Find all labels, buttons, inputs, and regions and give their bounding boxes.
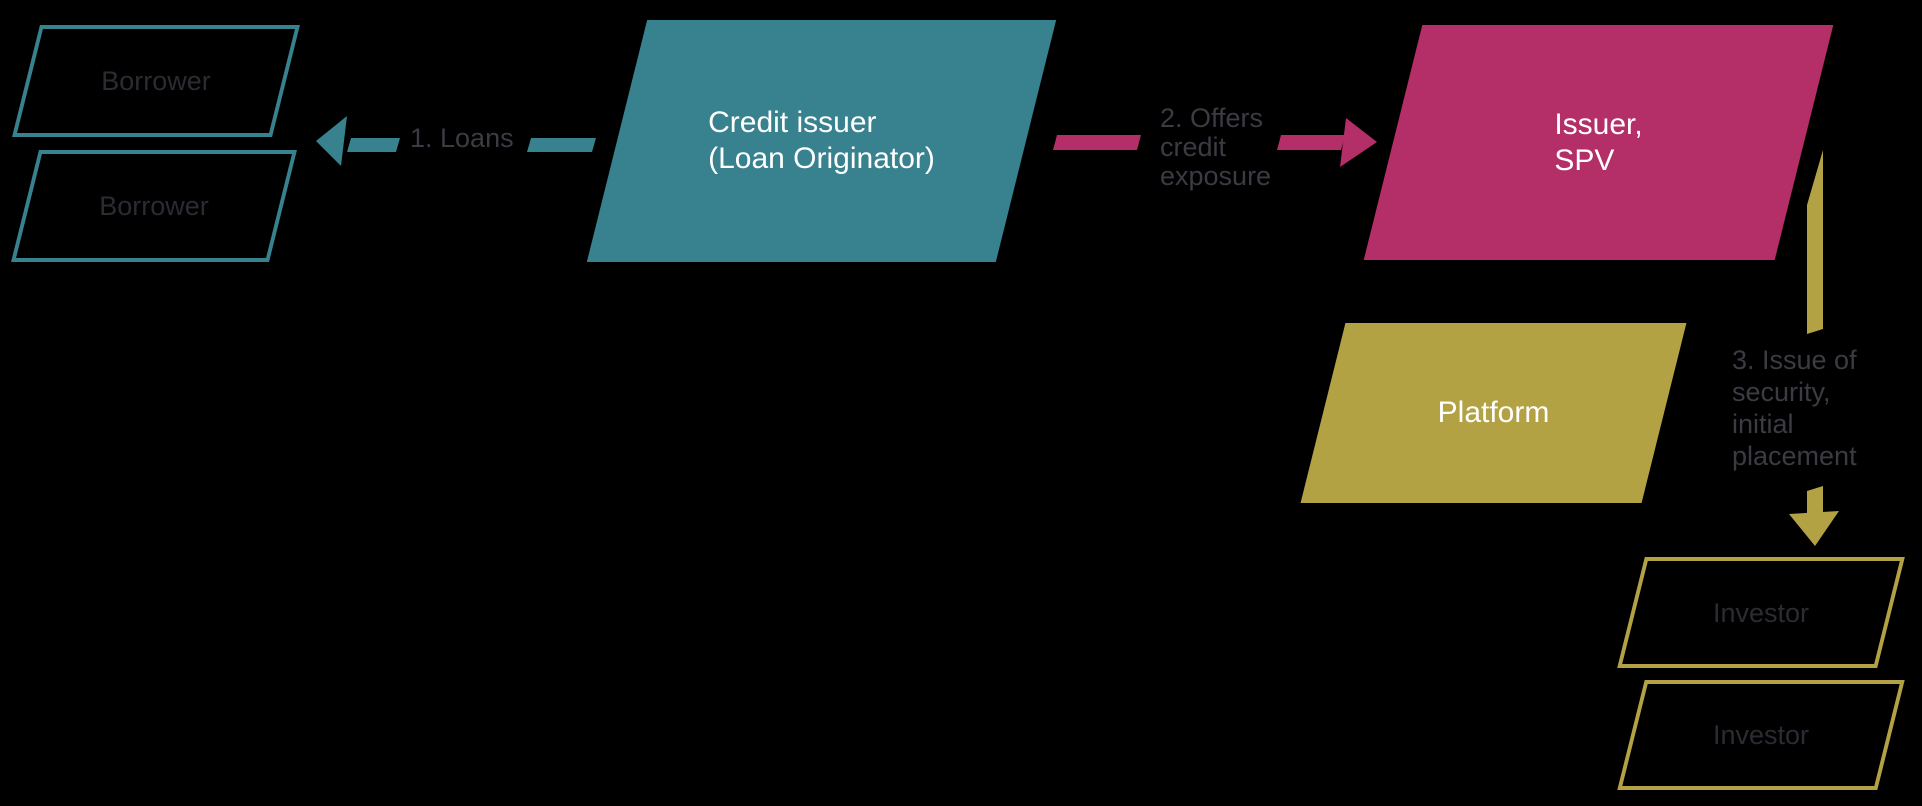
node-investor-2: Investor <box>1617 680 1905 790</box>
issuer-spv-label: Issuer, SPV <box>1554 107 1643 177</box>
flow-label-loans: 1. Loans <box>410 123 514 153</box>
borrower-2-label: Borrower <box>99 191 209 221</box>
offers-arrow-bar <box>1277 135 1345 150</box>
arrow-loans <box>316 116 596 166</box>
arrow-issue-of-security <box>1789 150 1839 546</box>
node-issuer-spv: Issuer, SPV <box>1363 25 1834 260</box>
offers-arrow-bar <box>1053 135 1141 150</box>
offers-arrowhead-icon <box>1340 118 1377 167</box>
node-borrower-1: Borrower <box>12 25 300 137</box>
credit-issuer-label: Credit issuer (Loan Originator) <box>708 106 935 175</box>
flow-label-issue-of-security: 3. Issue of security, initial placement <box>1732 345 1857 471</box>
loans-arrow-bar <box>347 138 400 152</box>
loans-arrow-bar <box>527 138 596 152</box>
issue-arrow-bar <box>1807 486 1823 514</box>
loans-arrowhead-icon <box>316 116 347 166</box>
investor-1-label: Investor <box>1712 597 1810 628</box>
node-borrower-2: Borrower <box>11 150 297 262</box>
issue-arrowhead-icon <box>1789 511 1839 546</box>
node-platform: Platform <box>1300 323 1687 503</box>
investor-2-label: Investor <box>1712 720 1810 750</box>
issue-arrow-bar <box>1807 150 1823 334</box>
borrower-1-label: Borrower <box>101 66 211 96</box>
node-credit-issuer: Credit issuer (Loan Originator) <box>586 20 1057 262</box>
platform-label: Platform <box>1437 396 1550 429</box>
arrow-offers-credit-exposure <box>1053 118 1377 167</box>
flow-label-offers-credit-exposure: 2. Offers credit exposure <box>1160 103 1272 191</box>
node-investor-1: Investor <box>1617 557 1905 668</box>
